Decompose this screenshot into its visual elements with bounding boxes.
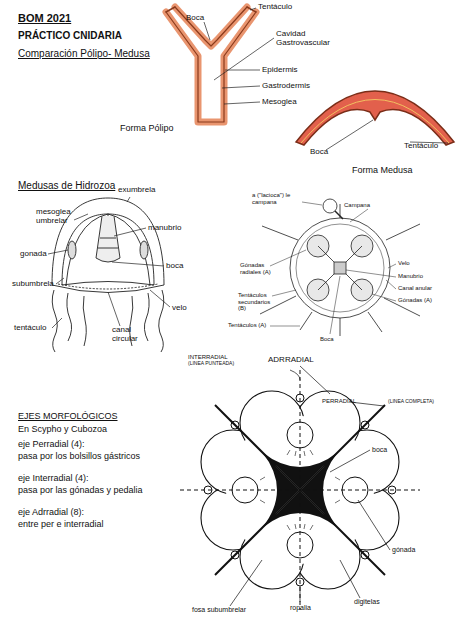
label-text: subumbrela — [12, 280, 54, 289]
label-text: tentáculo — [14, 324, 46, 333]
label-text: eje Perradial (4): — [18, 440, 85, 450]
label-text: manubrio — [148, 224, 181, 233]
label-text: (LINEA COMPLETA) — [388, 399, 434, 405]
label-text: Tentáculos (A) — [228, 322, 266, 329]
label-text: INTERRADIAL — [188, 354, 228, 361]
label-text: Tentáculo — [404, 142, 438, 151]
label-text: ADRRADIAL — [268, 356, 314, 365]
label-text: exumbrela — [118, 186, 155, 195]
label-text: boca — [166, 262, 183, 271]
label-text: gonada — [20, 250, 47, 259]
label-text: Mesoglea — [262, 98, 297, 107]
label-text: Gónadas (A) — [398, 297, 432, 304]
label-text: Tentáculo — [258, 3, 292, 12]
label-text: Gastrodermis — [262, 82, 310, 91]
label-text: pasa por los bolsillos gástricos — [18, 452, 140, 462]
label-text: Forma Medusa — [352, 166, 413, 176]
label-text: mesoglea umbrelar — [36, 208, 78, 226]
label-text: PERRADIAL — [322, 398, 356, 405]
label-text: Canal anular — [398, 285, 432, 292]
label-text: Boca — [320, 336, 334, 343]
label-text: eje Adrradial (8): — [18, 508, 84, 518]
label-text: Comparación Pólipo- Medusa — [18, 48, 150, 59]
label-text: gónada — [392, 546, 415, 554]
label-text: Boca — [310, 148, 328, 157]
label-text: canal circular — [112, 326, 152, 344]
label-text: Gónadas radiales (A) — [240, 262, 272, 275]
label-text: fosa subumbrelar — [192, 606, 246, 614]
label-text: Velo — [398, 260, 410, 267]
medusa-form-drawing — [296, 91, 454, 145]
hydromedusa-oral — [260, 199, 420, 336]
label-text: pasa por las gónadas y pedalia — [18, 486, 143, 496]
label-text: En Scypho y Cubozoa — [18, 425, 107, 435]
label-text: Campana — [344, 202, 370, 209]
label-text: EJES MORFOLÓGICOS — [18, 412, 118, 422]
label-text: Forma Pólipo — [120, 124, 174, 134]
label-text: Boca — [186, 14, 204, 23]
label-text: eje Interradial (4): — [18, 474, 89, 484]
label-text: a ("lacioca") le campana — [252, 192, 304, 205]
label-text: Cavidad Gastrovascular — [276, 30, 346, 48]
axes-diagram — [180, 366, 420, 610]
label-text: digitelas — [354, 598, 380, 606]
label-text: Manubrio — [398, 273, 423, 280]
polyp-drawing — [166, 7, 256, 122]
label-text: (LINEA PUNTEADA) — [188, 361, 234, 367]
page-title: BOM 2021 — [18, 12, 71, 24]
leader-lines — [204, 8, 448, 150]
label-text: velo — [172, 304, 187, 313]
label-text: ropalia — [290, 604, 311, 612]
label-text: Medusas de Hidrozoa — [18, 180, 115, 191]
label-text: entre per e interradial — [18, 520, 104, 530]
label-text: Epidermis — [262, 66, 298, 75]
label-text: Tentáculos secundarios (B) — [238, 292, 274, 312]
label-text: boca — [372, 446, 387, 454]
label-text: PRÁCTICO CNIDARIA — [18, 30, 122, 41]
